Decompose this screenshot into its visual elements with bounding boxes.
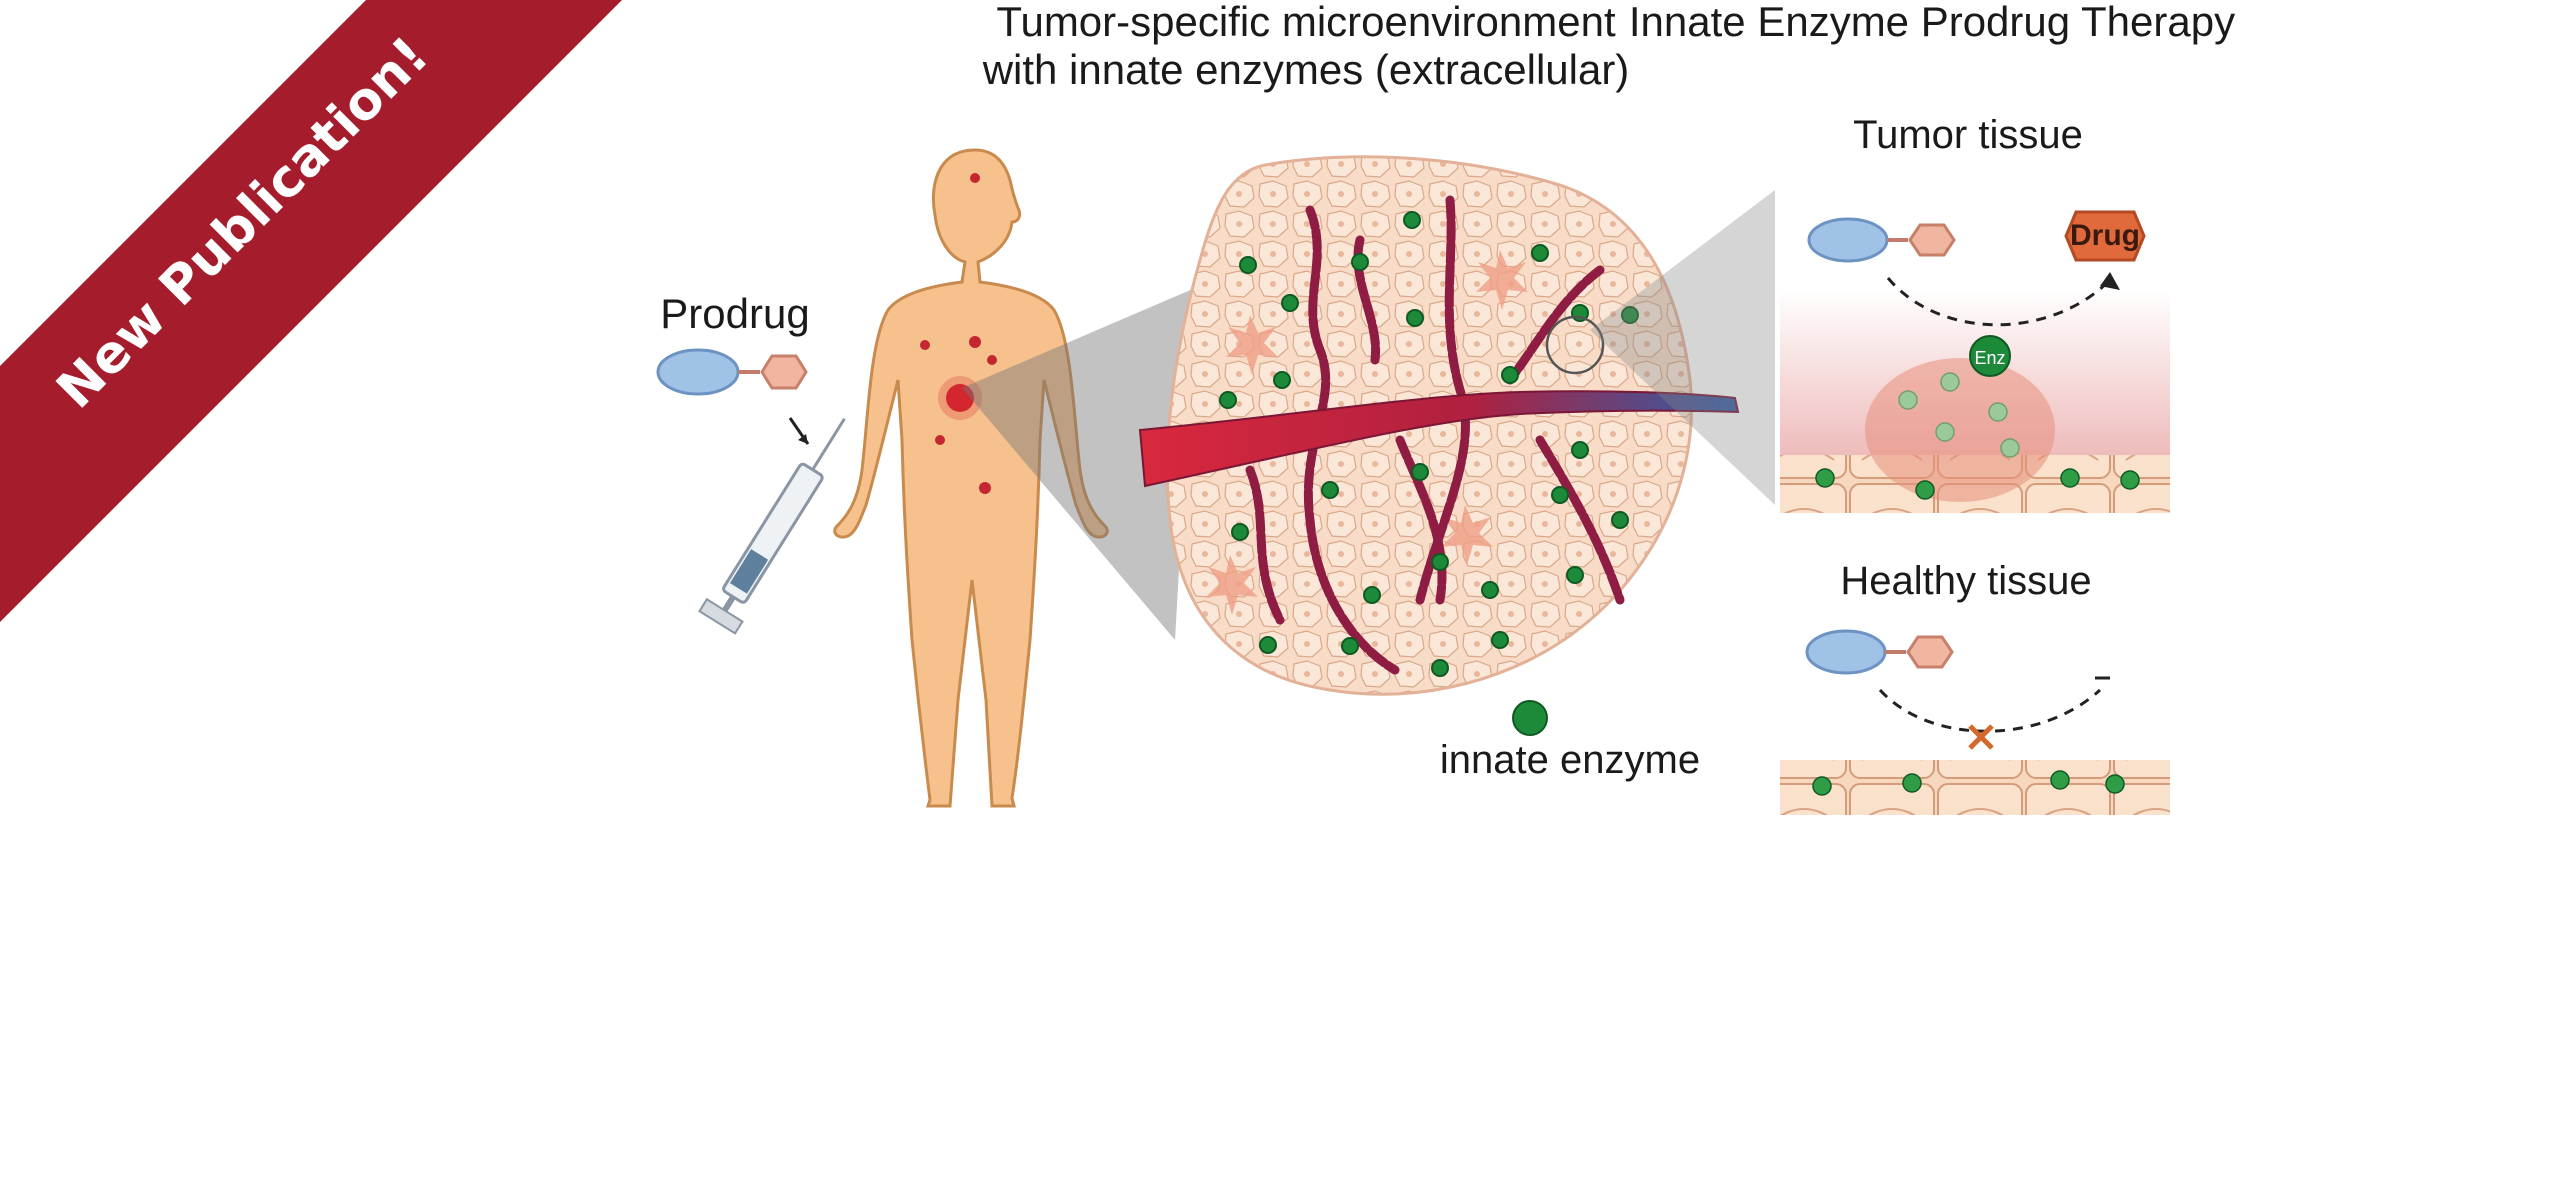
- syringe-icon: [698, 417, 846, 635]
- blocked-reaction-icon: [1968, 724, 1994, 750]
- magnifier-circle: [1545, 315, 1605, 375]
- zoom-cone-body: [962, 288, 1195, 640]
- legend-enzyme-icon: [1512, 700, 1548, 736]
- therapy-heading: Innate Enzyme Prodrug Therapy: [1629, 0, 2235, 45]
- microenvironment-heading-line1: Tumor-specific microenvironment: [996, 0, 1616, 45]
- healthy-tissue-panel: [1780, 629, 2170, 815]
- human-body-figure: [833, 148, 1109, 808]
- drug-hexagon: [2064, 210, 2146, 262]
- enzyme-icon: [1969, 335, 2011, 377]
- tumor-tissue-panel: Drug Enz: [1780, 210, 2170, 513]
- prodrug-molecule: [656, 348, 808, 396]
- enzyme-label: Enz: [1974, 348, 2005, 368]
- prodrug-label: Prodrug: [660, 290, 809, 337]
- drug-label: Drug: [2070, 219, 2140, 252]
- legend-enzyme-label: innate enzyme: [1440, 738, 1700, 782]
- tumor-tissue-heading: Tumor tissue: [1853, 113, 2083, 157]
- microenvironment-heading-line2: with innate enzymes (extracellular): [982, 46, 1630, 93]
- new-publication-banner: New Publication!: [0, 0, 622, 622]
- zoom-cone-tissue: [1590, 190, 1775, 505]
- tumor-microenvironment: [1138, 155, 1740, 696]
- healthy-tissue-heading: Healthy tissue: [1840, 559, 2091, 603]
